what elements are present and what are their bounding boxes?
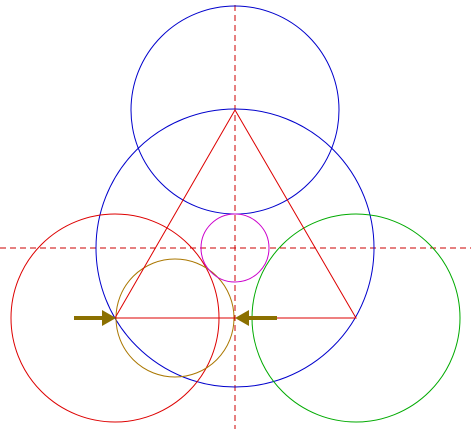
left-pointing-arrow — [235, 310, 277, 326]
large-center-circle — [95, 108, 375, 388]
center-circle — [200, 213, 270, 283]
right-pointing-arrow — [74, 310, 116, 326]
